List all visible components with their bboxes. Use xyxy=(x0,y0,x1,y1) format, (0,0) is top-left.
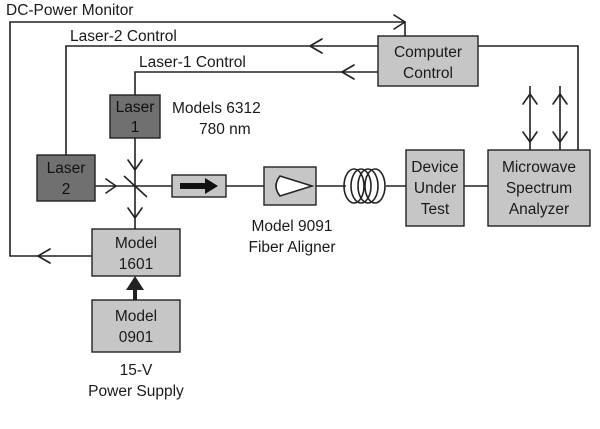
laser2-line2: 2 xyxy=(62,181,71,198)
model-1601-box xyxy=(91,228,181,277)
gpib-left-arrow-up xyxy=(522,93,538,105)
laser2-box xyxy=(36,154,96,202)
model-0901-line1: Model xyxy=(115,308,157,325)
beam-splitter xyxy=(123,175,148,198)
laser1-beam-arrowhead-lower xyxy=(127,207,143,219)
fiber-aligner-lens-icon xyxy=(275,175,315,197)
model-0901-line2: 0901 xyxy=(119,329,153,346)
computer-control-box xyxy=(377,35,479,87)
analyzer-line1: Microwave xyxy=(502,159,576,176)
computer-control-line1: Computer xyxy=(394,44,462,61)
laser2-beam-arrowhead xyxy=(105,178,117,194)
fiber-aligner-caption-line1: Model 9091 xyxy=(251,218,332,235)
fiber-aligner-caption-line2: Fiber Aligner xyxy=(248,239,335,256)
gpib-right-arrow-down xyxy=(552,131,568,143)
gpib-left-arrow-down xyxy=(522,131,538,143)
analyzer-line3: Analyzer xyxy=(509,201,569,218)
laser1-control-label: Laser-1 Control xyxy=(139,54,246,71)
dut-line2: Under xyxy=(414,180,456,197)
computer-right-link xyxy=(478,45,579,150)
model-0901-box xyxy=(91,299,181,353)
laser2-control-label: Laser-2 Control xyxy=(70,28,177,45)
laser1-beam-arrowhead-upper xyxy=(127,159,143,171)
power-supply-caption-line1: 15-V xyxy=(120,362,153,379)
model-1601-line1: Model xyxy=(115,235,157,252)
dc-monitor-arrowhead-top xyxy=(393,14,406,30)
gpib-right-arrow-up xyxy=(552,93,568,105)
laser1-control-arrowhead xyxy=(341,64,355,80)
laser2-control-line xyxy=(65,45,378,155)
dc-monitor-arrowhead-left xyxy=(37,248,51,264)
fiber-coil-icon xyxy=(343,168,386,204)
laser-models-caption-line1: Models 6312 xyxy=(172,100,261,117)
power-supply-caption-line2: Power Supply xyxy=(88,383,184,400)
laser-models-caption-line2: 780 nm xyxy=(199,121,251,138)
isolator-arrow-icon xyxy=(180,178,218,194)
device-under-test-box xyxy=(405,149,465,227)
dut-line1: Device xyxy=(411,159,458,176)
laser1-line2: 1 xyxy=(131,119,140,136)
power-supply-arrowhead xyxy=(126,276,144,290)
analyzer-line2: Spectrum xyxy=(506,180,572,197)
laser1-box xyxy=(109,94,161,139)
laser1-line1: Laser xyxy=(116,99,155,116)
model-1601-line2: 1601 xyxy=(119,256,153,273)
laser1-control-line xyxy=(134,71,378,95)
dc-power-monitor-label: DC-Power Monitor xyxy=(6,2,133,19)
dut-line3: Test xyxy=(421,201,450,218)
laser2-control-arrowhead xyxy=(309,38,323,54)
microwave-spectrum-analyzer-box xyxy=(487,149,591,227)
computer-control-line2: Control xyxy=(403,65,453,82)
laser2-line1: Laser xyxy=(47,160,86,177)
